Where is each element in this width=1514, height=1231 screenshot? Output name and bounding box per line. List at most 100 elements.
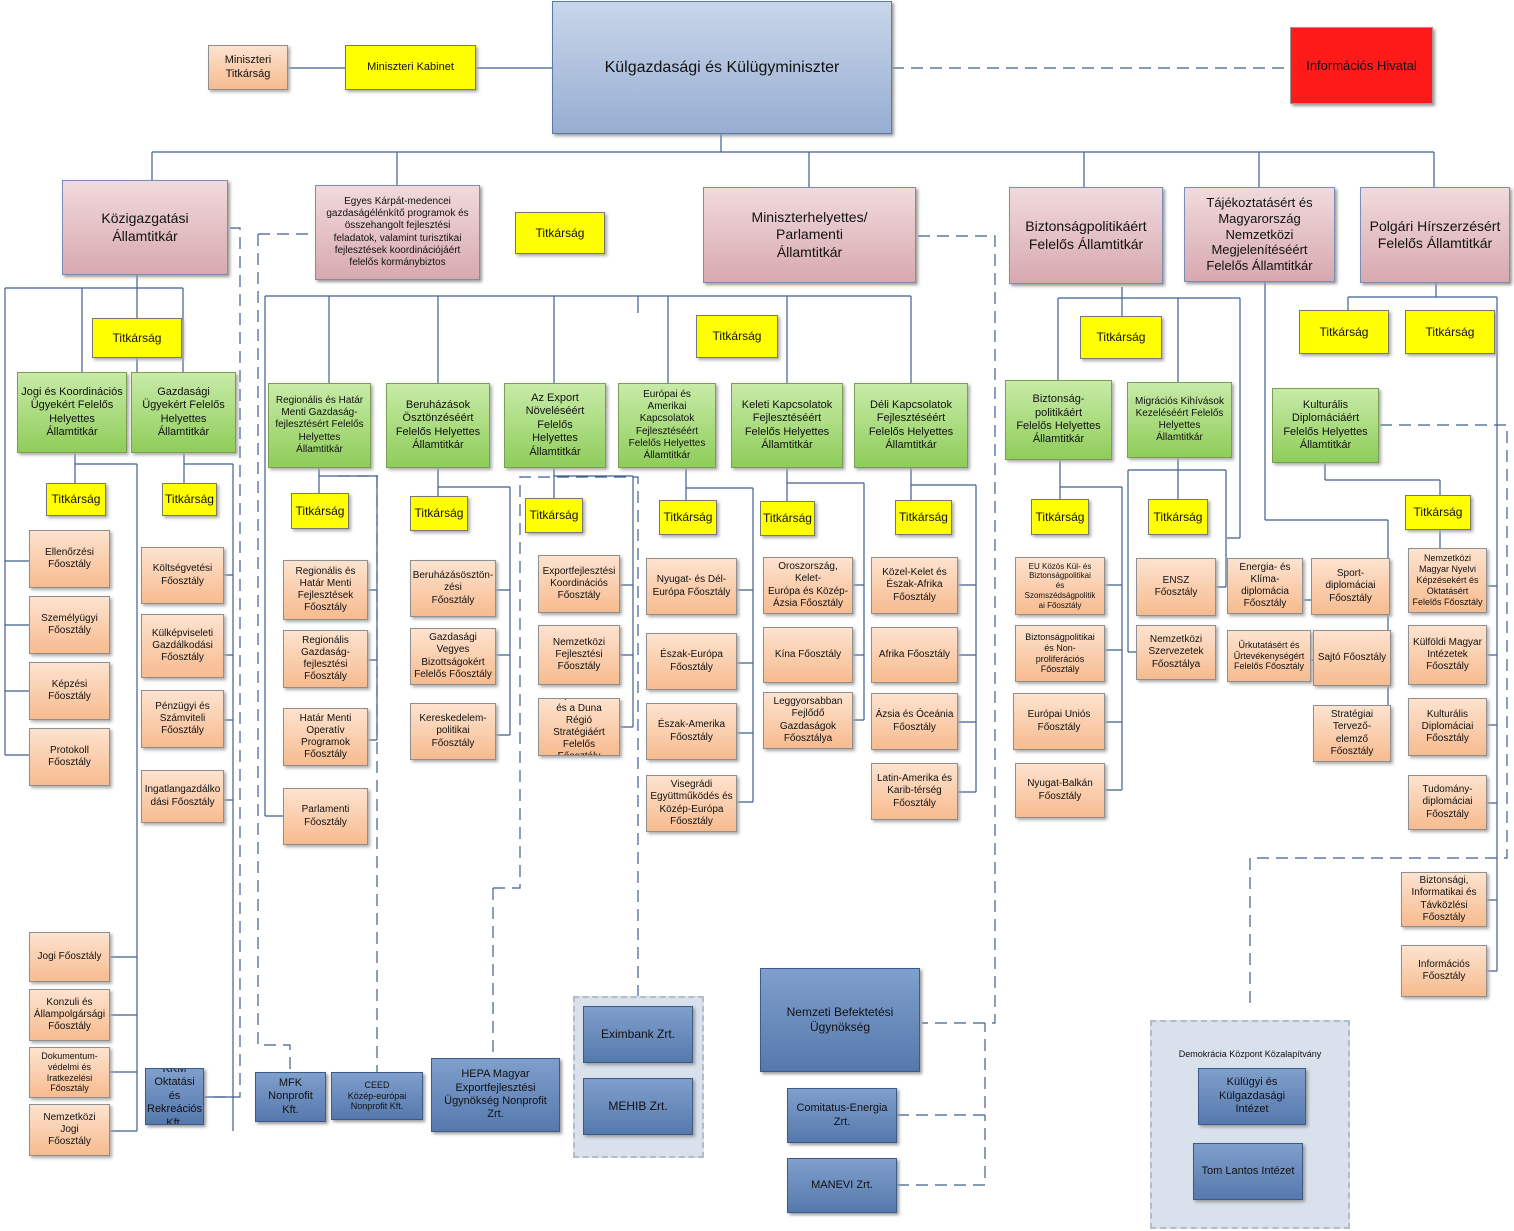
dept-regional-border[interactable]: Regionális és Határ Menti Fejlesztések F… xyxy=(283,560,368,620)
dept-asia-oceania[interactable]: Ázsia és Óceánia Főosztály xyxy=(871,693,958,750)
dept-west-south-europe[interactable]: Nyugat- és Dél- Európa Főosztály xyxy=(646,558,737,615)
dept-border-programmes[interactable]: Határ Menti Operatív Programok Főosztály xyxy=(283,708,368,766)
dept-international-organizations[interactable]: Nemzetközi Szervezetek Főosztálya xyxy=(1136,625,1216,680)
investment-secretariat[interactable]: Titkárság xyxy=(410,496,468,531)
civil-intel-secretariat[interactable]: Titkárság xyxy=(1405,310,1495,354)
south-secretariat[interactable]: Titkárság xyxy=(895,500,952,535)
dept-space[interactable]: Űrkutatásért és Űrtevékenységért Felelős… xyxy=(1227,630,1311,682)
deputy-regional[interactable]: Regionális és Határ Menti Gazdaság- fejl… xyxy=(268,383,371,468)
dept-foreign-institutes[interactable]: Külföldi Magyar Intézetek Főosztály xyxy=(1408,625,1487,685)
dept-document-protection[interactable]: Dokumentum- védelmi és Iratkezelési Főos… xyxy=(29,1047,110,1098)
dept-trade-policy[interactable]: Kereskedelem- politikai Főosztály xyxy=(410,703,496,760)
democracy-center-title: Demokrácia Központ Közalapítvány xyxy=(1178,1048,1322,1059)
security-secretariat[interactable]: Titkárság xyxy=(1080,316,1162,359)
manevi[interactable]: MANEVI Zrt. xyxy=(787,1158,897,1213)
dept-latin-america[interactable]: Latin-Amerika és Karib-térség Főosztály xyxy=(871,763,958,820)
deputy-migration[interactable]: Migrációs Kihívások Kezeléséért Felelős … xyxy=(1127,382,1232,458)
deputy-cultural-diplomacy[interactable]: Kulturális Diplomáciáért Felelős Helyett… xyxy=(1272,388,1379,463)
image-state-secretary[interactable]: Tájékoztatásért és Magyarország Nemzetkö… xyxy=(1184,187,1335,282)
dept-press[interactable]: Sajtó Főosztály xyxy=(1313,630,1391,686)
dept-science-diplomacy[interactable]: Tudomány- diplomáciai Főosztály xyxy=(1408,775,1487,830)
deputy-legal-secretariat[interactable]: Titkárság xyxy=(46,483,106,516)
foreign-affairs-institute[interactable]: Külügyi és Külgazdasági Intézet xyxy=(1198,1068,1306,1125)
dept-strategic-planning[interactable]: Stratégiai Tervező-elemző Főosztály xyxy=(1313,705,1391,762)
dept-parliamentary[interactable]: Parlamenti Főosztály xyxy=(283,788,368,845)
eximbank[interactable]: Eximbank Zrt. xyxy=(583,1006,693,1063)
dept-international-law[interactable]: Nemzetközi Jogi Főosztály xyxy=(29,1104,110,1156)
comitatus-energia[interactable]: Comitatus-Energia Zrt. xyxy=(787,1088,897,1143)
dept-mission-finance[interactable]: Külképviseleti Gazdálkodási Főosztály xyxy=(141,614,224,678)
dept-budget[interactable]: Költségvetési Főosztály xyxy=(141,547,224,604)
dept-consular[interactable]: Konzuli és Állampolgársági Főosztály xyxy=(29,989,110,1041)
deputy-export[interactable]: Az Export Növeléséért Felelős Helyettes … xyxy=(504,383,606,468)
dept-visegrad[interactable]: Visegrádi Együttműködés és Közép-Európa … xyxy=(646,775,737,832)
deputy-south[interactable]: Déli Kapcsolatok Fejlesztéséért Felelős … xyxy=(854,383,968,468)
dept-hr[interactable]: Személyügyi Főosztály xyxy=(29,596,110,654)
dept-security-it-telecom[interactable]: Biztonsági, Informatikai és Távközlési F… xyxy=(1401,872,1487,927)
deputy-economic[interactable]: Gazdasági Ügyekért Felelős Helyettes Áll… xyxy=(131,372,236,453)
regional-secretariat[interactable]: Titkárság xyxy=(291,493,349,529)
dept-joint-committees[interactable]: Gazdasági Vegyes Bizottságokért Felelős … xyxy=(410,628,496,685)
dept-european-union[interactable]: Európai Uniós Főosztály xyxy=(1013,693,1105,750)
deputy-economic-secretariat[interactable]: Titkárság xyxy=(162,483,217,516)
deputy-legal-coordination[interactable]: Jogi és Koordinációs Ügyekért Felelős He… xyxy=(17,372,127,453)
cultural-secretariat[interactable]: Titkárság xyxy=(1405,495,1471,530)
commissioner-secretariat[interactable]: Titkárság xyxy=(515,212,605,254)
dept-information[interactable]: Információs Főosztály xyxy=(1401,945,1487,997)
dept-energy-climate[interactable]: Energia- és Klíma- diplomácia Főosztály xyxy=(1227,558,1303,614)
hepa-agency[interactable]: HEPA Magyar Exportfejlesztési Ügynökség … xyxy=(431,1058,560,1132)
dept-north-america[interactable]: Észak-Amerika Főosztály xyxy=(646,703,737,760)
tom-lantos-institute[interactable]: Tom Lantos Intézet xyxy=(1193,1143,1303,1200)
dept-regional-economic[interactable]: Regionális Gazdaság- fejlesztési Főosztá… xyxy=(283,630,368,688)
security-state-secretary[interactable]: Biztonságpolitikáért Felelős Államtitkár xyxy=(1009,187,1163,284)
mfk-nonprofit[interactable]: MFK Nonprofit Kft. xyxy=(255,1072,326,1122)
dept-eu-cfsp[interactable]: EU Közös Kül- és Biztonságpolitikai és S… xyxy=(1015,557,1105,615)
dept-middle-east-north-africa[interactable]: Közel-Kelet és Észak-Afrika Főosztály xyxy=(871,557,958,614)
dept-north-europe[interactable]: Észak-Európa Főosztály xyxy=(646,633,737,690)
government-commissioner[interactable]: Egyes Kárpát-medencei gazdaságélénkítő p… xyxy=(315,185,480,280)
deputy-security-policy[interactable]: Biztonság- politikáért Felelős Helyettes… xyxy=(1005,380,1112,460)
dept-cultural-diplomacy[interactable]: Kulturális Diplomáciai Főosztály xyxy=(1408,698,1487,756)
dept-hungarian-language[interactable]: Nemzetközi Magyar Nyelvi Képzésekért és … xyxy=(1408,548,1487,613)
kkm-training-company[interactable]: KKM Oktatási és Rekreációs Kft. xyxy=(145,1068,204,1125)
mehib[interactable]: MEHIB Zrt. xyxy=(583,1078,693,1135)
dept-legal[interactable]: Jogi Főosztály xyxy=(29,932,110,982)
parliamentary-secretariat[interactable]: Titkárság xyxy=(696,315,778,358)
public-admin-secretariat[interactable]: Titkárság xyxy=(92,318,182,358)
civil-intel-state-secretary[interactable]: Polgári Hírszerzésért Felelős Államtitká… xyxy=(1360,187,1510,283)
dept-western-balkans[interactable]: Nyugat-Balkán Főosztály xyxy=(1015,763,1105,818)
dept-nonproliferation[interactable]: Biztonságpolitikai és Non- proliferációs… xyxy=(1015,625,1105,682)
dept-africa[interactable]: Afrika Főosztály xyxy=(871,627,958,683)
parliamentary-state-secretary[interactable]: Miniszterhelyettes/ Parlamenti Államtitk… xyxy=(703,187,916,283)
public-admin-state-secretary[interactable]: Közigazgatási Államtitkár xyxy=(62,180,228,275)
dept-investment-promotion[interactable]: Beruházásösztön- zési Főosztály xyxy=(410,560,496,617)
dept-water-diplomacy[interactable]: Vízdiplomáciáért és a Duna Régió Stratég… xyxy=(538,698,620,756)
dept-emerging-economies[interactable]: Leggyorsabban Fejlődő Gazdaságok Főosztá… xyxy=(763,692,853,749)
dept-protocol[interactable]: Protokoll Főosztály xyxy=(29,728,110,786)
dept-export-development[interactable]: Exportfejlesztési Koordinációs Főosztály xyxy=(538,555,620,613)
migration-secretariat[interactable]: Titkárság xyxy=(1148,499,1208,535)
dept-china[interactable]: Kína Főosztály xyxy=(763,627,853,683)
minister-box[interactable]: Külgazdasági és Külügyminiszter xyxy=(552,1,892,134)
export-secretariat[interactable]: Titkárság xyxy=(525,498,583,533)
deputy-europe-america[interactable]: Európai és Amerikai Kapcsolatok Fejleszt… xyxy=(618,383,716,468)
dept-finance-accounting[interactable]: Pénzügyi és Számviteli Főosztály xyxy=(141,690,224,748)
ministerial-cabinet[interactable]: Miniszteri Kabinet xyxy=(345,45,476,90)
deputy-east[interactable]: Keleti Kapcsolatok Fejlesztéséért Felelő… xyxy=(731,383,843,468)
europe-secretariat[interactable]: Titkárság xyxy=(659,500,717,535)
ministerial-secretariat[interactable]: Miniszteri Titkárság xyxy=(208,45,288,90)
security-policy-secretariat[interactable]: Titkárság xyxy=(1031,499,1089,535)
dept-audit[interactable]: Ellenőrzési Főosztály xyxy=(29,530,110,588)
image-secretariat[interactable]: Titkárság xyxy=(1299,310,1389,354)
deputy-investment[interactable]: Beruházások Ösztönzéséért Felelős Helyet… xyxy=(386,383,490,468)
dept-training[interactable]: Képzési Főosztály xyxy=(29,662,110,720)
dept-un[interactable]: ENSZ Főosztály xyxy=(1136,558,1216,616)
dept-real-estate[interactable]: Ingatlangazdálko dási Főosztály xyxy=(141,770,224,823)
information-office[interactable]: Információs Hivatal xyxy=(1290,27,1433,104)
dept-international-development[interactable]: Nemzetközi Fejlesztési Főosztály xyxy=(538,625,620,685)
national-investment-agency[interactable]: Nemzeti Befektetési Ügynökség xyxy=(760,968,920,1072)
east-secretariat[interactable]: Titkárság xyxy=(760,501,815,536)
dept-russia-east-europe[interactable]: Oroszország, Kelet- Európa és Közép- Ázs… xyxy=(763,557,853,614)
dept-sport-diplomacy[interactable]: Sport- diplomáciai Főosztály xyxy=(1311,558,1390,615)
ceed-nonprofit[interactable]: CEED Közép-európai Nonprofit Kft. xyxy=(331,1072,423,1120)
